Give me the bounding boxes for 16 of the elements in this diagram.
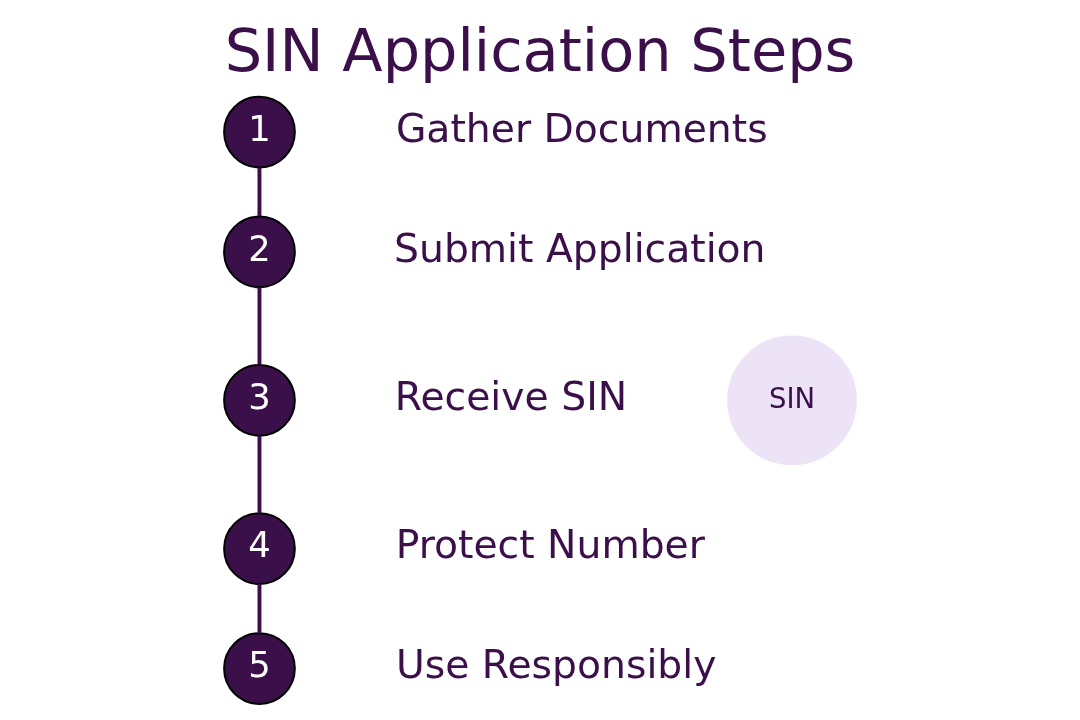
label: SIN	[768, 381, 816, 414]
node-circle: 1	[223, 95, 296, 169]
node-label: Protect Number	[395, 522, 705, 568]
node-circle: 5	[223, 632, 296, 705]
node-label: Submit Application	[394, 225, 766, 271]
node-label: Use Responsibly	[395, 642, 717, 688]
node-circle: 2	[223, 215, 296, 289]
diagram-title: SIN Application Steps	[224, 16, 856, 86]
connector	[257, 435, 262, 513]
connector	[257, 584, 262, 633]
connector	[257, 167, 262, 217]
node-circle: 4	[223, 512, 296, 585]
node-label: Gather Documents	[395, 105, 768, 151]
connector	[257, 287, 262, 365]
node-circle: 3	[223, 363, 296, 437]
node-label: Receive SIN	[394, 374, 628, 420]
